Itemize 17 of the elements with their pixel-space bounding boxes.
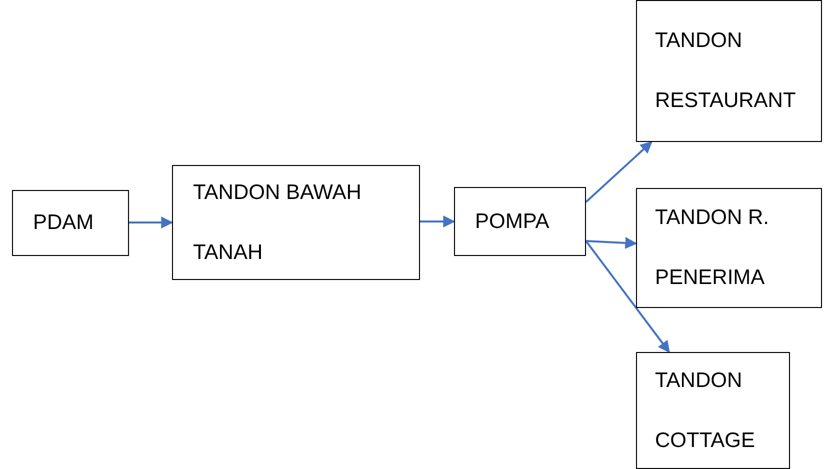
- box-label: PDAM: [33, 210, 94, 236]
- box-label: TANDON BAWAH TANAH: [193, 180, 362, 266]
- process-box: [636, 188, 822, 308]
- box-label: TANDON COTTAGE: [655, 368, 756, 454]
- process-box: [636, 352, 790, 469]
- process-box: [172, 165, 420, 280]
- arrow: [586, 236, 638, 249]
- arrow: [129, 216, 174, 228]
- process-box: [636, 0, 822, 142]
- box-label: TANDON RESTAURANT: [655, 28, 797, 114]
- box-label: POMPA: [475, 208, 550, 234]
- arrow: [585, 240, 670, 353]
- process-box: [454, 187, 586, 256]
- arrow: [585, 141, 652, 203]
- box-label: TANDON R. PENERIMA: [655, 205, 770, 291]
- process-box: [12, 190, 129, 256]
- arrow: [420, 216, 456, 228]
